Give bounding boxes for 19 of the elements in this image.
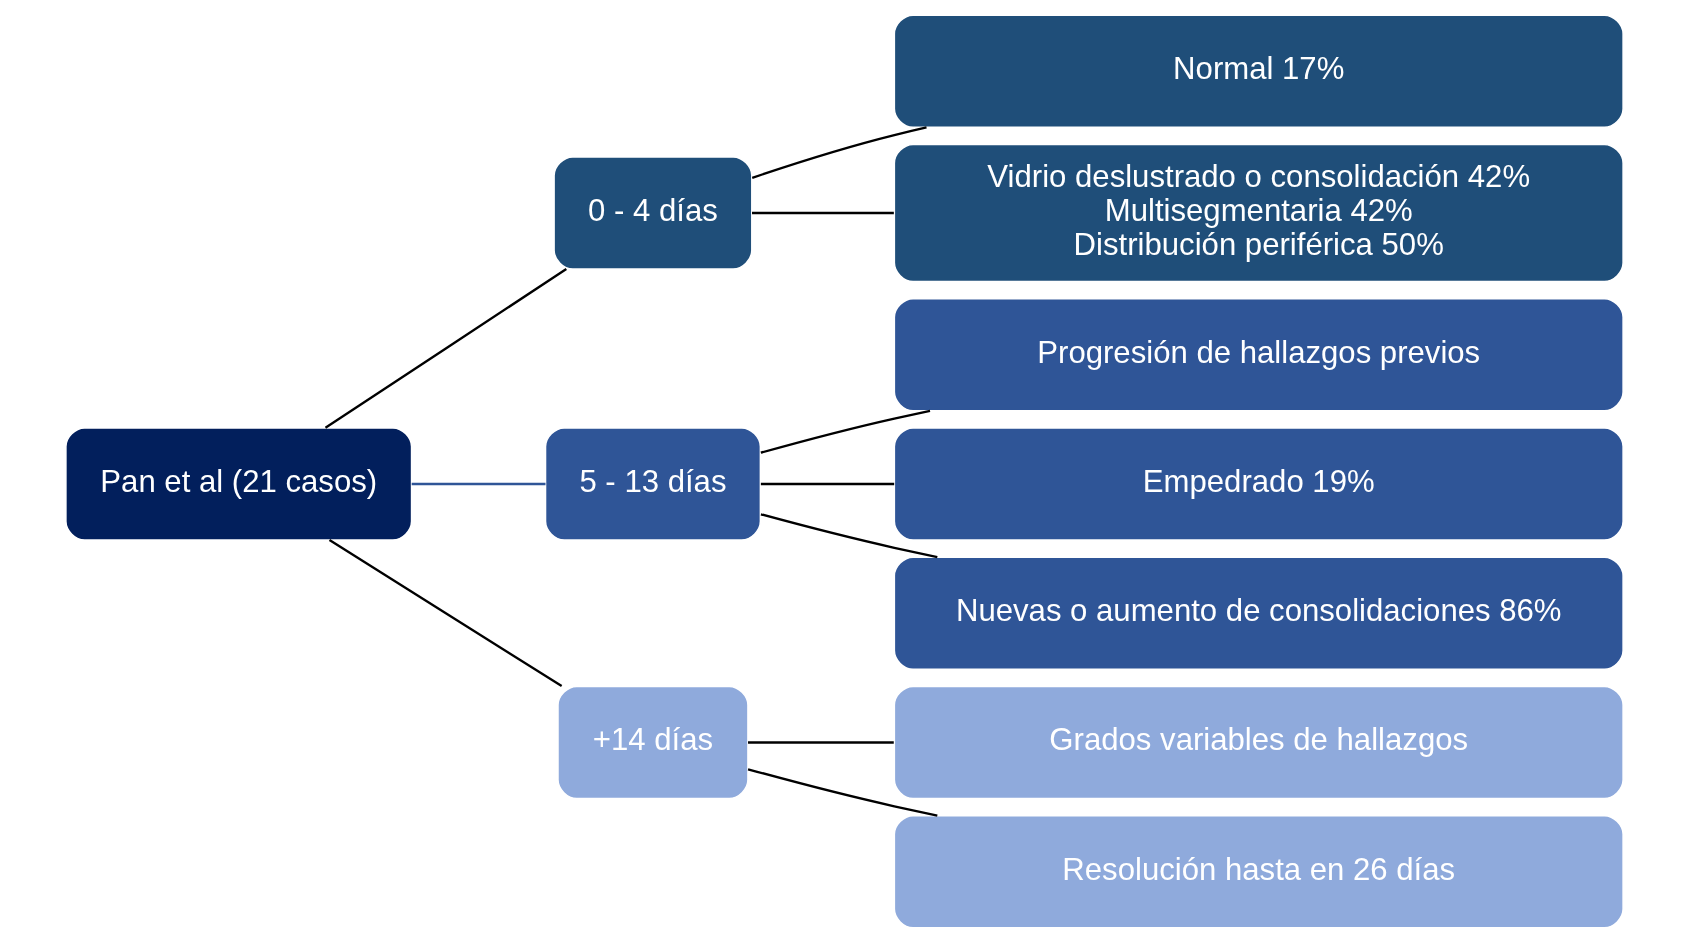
connector: [328, 538, 563, 687]
node-box: 5 - 13 días: [544, 426, 762, 541]
node-box: Vidrio deslustrado o consolidación 42% Multisegmentaria 42% Distribución periférica 50%: [893, 143, 1624, 282]
connector: [748, 740, 894, 744]
node-box: Resolución hasta en 26 días: [893, 814, 1624, 929]
node-box: +14 días: [557, 685, 749, 799]
node-box: Progresión de hallazgos previos: [893, 297, 1624, 412]
connector: [760, 409, 931, 454]
connector: [760, 482, 895, 485]
node-box: Grados variables de hallazgos: [893, 685, 1624, 799]
connector: [752, 211, 894, 214]
node-box: Empedrado 19%: [893, 426, 1624, 541]
node-box: Nuevas o aumento de consolidaciones 86%: [893, 555, 1624, 670]
node-box: Normal 17%: [893, 13, 1624, 128]
connector: [411, 482, 546, 485]
node-box: 0 - 4 días: [553, 155, 753, 270]
connector: [324, 267, 567, 429]
node-box: Pan et al (21 casos): [65, 426, 413, 541]
connector: [751, 125, 927, 179]
